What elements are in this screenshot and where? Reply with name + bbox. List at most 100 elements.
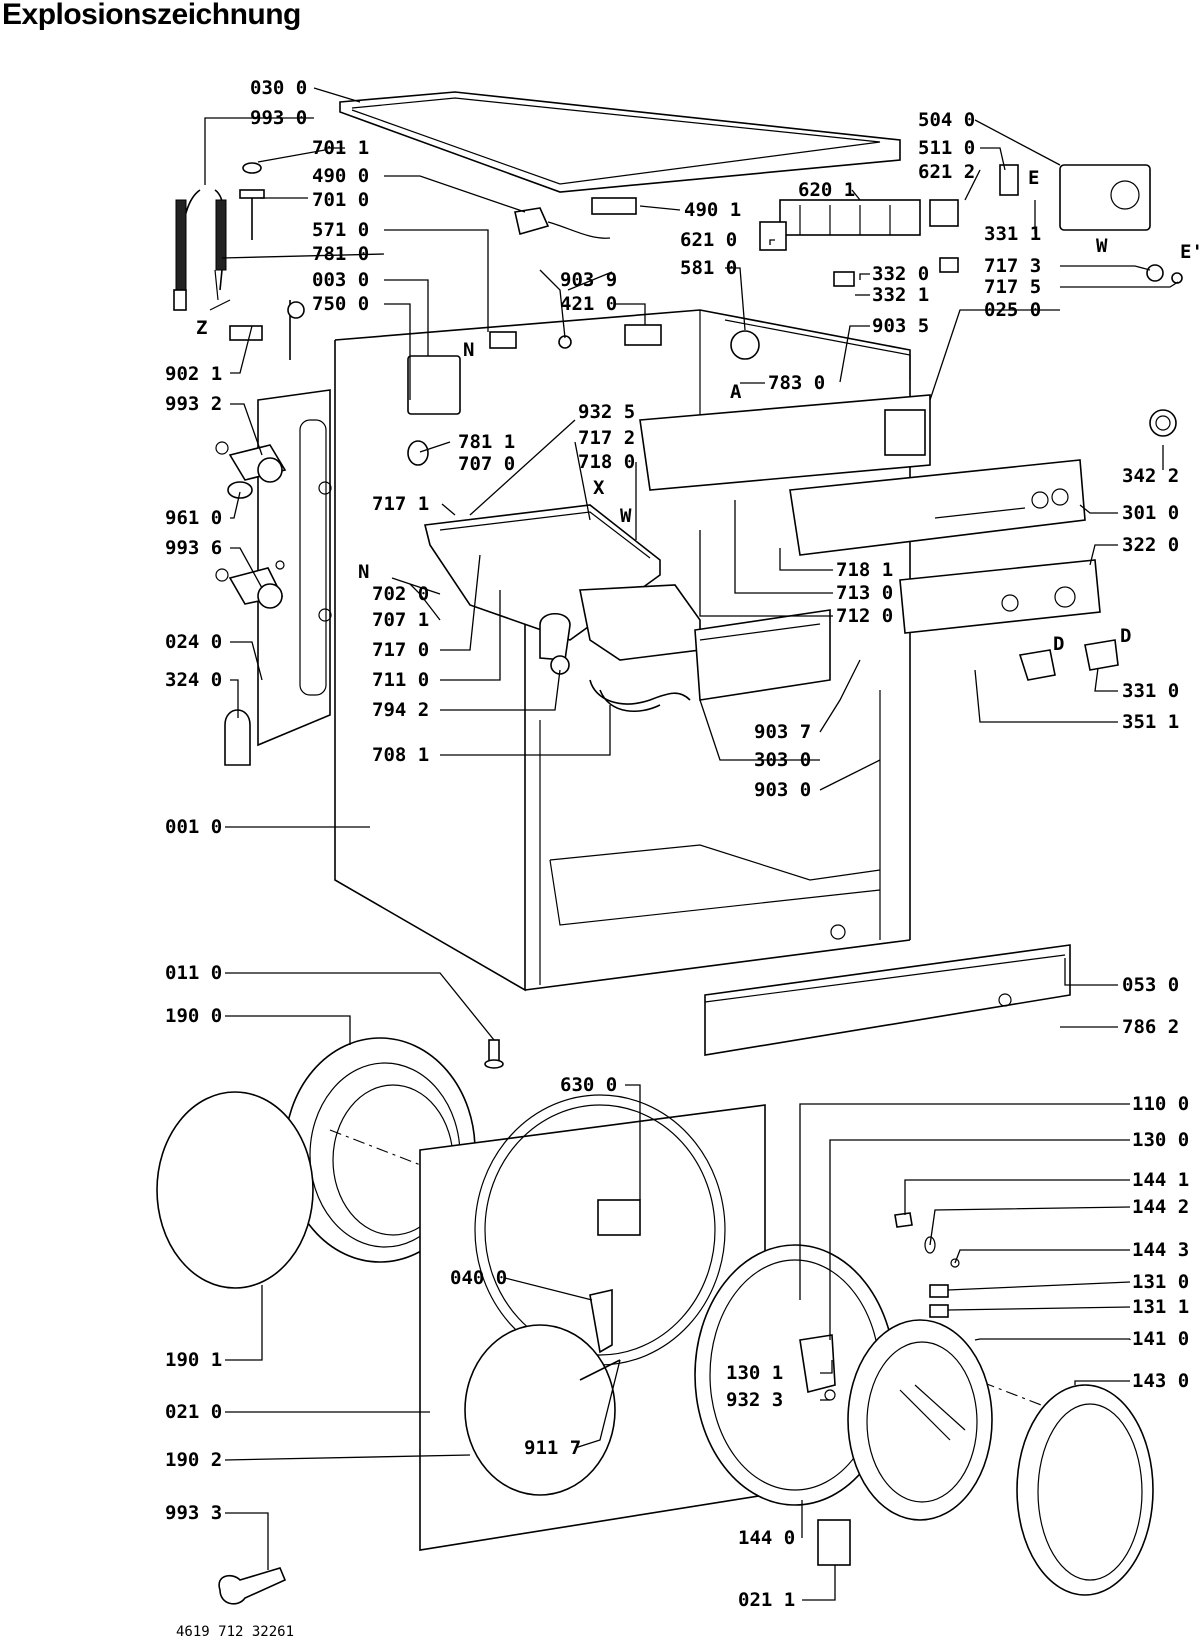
callout-130-0: 130 0 — [1132, 1129, 1189, 1151]
callout-190-2: 190 2 — [165, 1449, 222, 1471]
callout-342-2: 342 2 — [1122, 465, 1179, 487]
drawing-number: 4619 712 32261 — [176, 1624, 294, 1640]
callout-144-2: 144 2 — [1132, 1196, 1189, 1218]
callout-141-0: 141 0 — [1132, 1328, 1189, 1350]
callout-902-1: 902 1 — [165, 363, 222, 385]
callout-701-1: 701 1 — [312, 137, 369, 159]
callout-718-0: 718 0 — [578, 451, 635, 473]
callout-040-0: 040 0 — [450, 1267, 507, 1289]
callout-712-0: 712 0 — [836, 605, 893, 627]
callout-620-1: 620 1 — [798, 179, 855, 201]
front-panel-part — [419, 1094, 766, 1551]
control-panel-parts — [639, 394, 1177, 681]
foot-part — [484, 1039, 504, 1069]
valve-parts — [407, 197, 662, 466]
callout-903-5: 903 5 — [872, 315, 929, 337]
callout-421-0: 421 0 — [560, 293, 617, 315]
callout-303-0: 303 0 — [754, 749, 811, 771]
callout-781-0: 781 0 — [312, 243, 369, 265]
callout-711-0: 711 0 — [372, 669, 429, 691]
marker-N-valve: N — [463, 339, 474, 361]
marker-W-dispenser: W — [620, 505, 632, 527]
callout-021-1: 021 1 — [738, 1589, 795, 1611]
transport-bolt-parts — [215, 441, 287, 766]
callout-144-1: 144 1 — [1132, 1169, 1189, 1191]
callout-961-0: 961 0 — [165, 507, 222, 529]
marker-W-programmer: W — [1096, 235, 1108, 257]
callout-717-5: 717 5 — [984, 276, 1041, 298]
leader-lines — [204, 87, 1179, 1601]
callout-331-0: 331 0 — [1122, 680, 1179, 702]
callout-581-0: 581 0 — [680, 257, 737, 279]
callout-053-0: 053 0 — [1122, 974, 1179, 996]
callout-144-0: 144 0 — [738, 1527, 795, 1549]
callout-903-9: 903 9 — [560, 269, 617, 291]
callout-130-1: 130 1 — [726, 1362, 783, 1384]
callout-131-1: 131 1 — [1132, 1296, 1189, 1318]
marker-X: X — [593, 477, 605, 499]
callout-702-0: 702 0 — [372, 583, 429, 605]
callout-490-1: 490 1 — [684, 199, 741, 221]
callout-332-0: 332 0 — [872, 263, 929, 285]
callout-903-0: 903 0 — [754, 779, 811, 801]
callout-781-1: 781 1 — [458, 431, 515, 453]
marker-N-dispenser: N — [358, 561, 369, 583]
callout-932-3: 932 3 — [726, 1389, 783, 1411]
callout-322-0: 322 0 — [1122, 534, 1179, 556]
callout-630-0: 630 0 — [560, 1074, 617, 1096]
callout-025-0: 025 0 — [984, 299, 1041, 321]
inlet-hose-part — [173, 189, 231, 311]
letter-markers: Z N N A X W W E E' D D — [196, 167, 1203, 655]
door-parts — [694, 1212, 1154, 1596]
callout-131-0: 131 0 — [1132, 1271, 1189, 1293]
callout-717-1: 717 1 — [372, 493, 429, 515]
callout-021-0: 021 0 — [165, 1401, 222, 1423]
callout-750-0: 750 0 — [312, 293, 369, 315]
page-title: Explosionszeichnung — [2, 0, 301, 31]
marker-D-left: D — [1053, 633, 1064, 655]
callout-903-7: 903 7 — [754, 721, 811, 743]
callout-621-0: 621 0 — [680, 229, 737, 251]
callout-labels: 030 0 993 0 701 1 490 0 701 0 571 0 781 … — [165, 77, 1189, 1611]
callout-001-0: 001 0 — [165, 816, 222, 838]
top-cover-part — [339, 91, 901, 193]
callout-786-2: 786 2 — [1122, 1016, 1179, 1038]
rear-panel-part — [257, 389, 332, 747]
callout-030-0: 030 0 — [250, 77, 307, 99]
dispenser-parts — [424, 504, 831, 712]
callout-011-0: 011 0 — [165, 962, 222, 984]
callout-708-1: 708 1 — [372, 744, 429, 766]
callout-993-6: 993 6 — [165, 537, 222, 559]
callout-718-1: 718 1 — [836, 559, 893, 581]
cabinet-part — [334, 309, 911, 992]
callout-332-1: 332 1 — [872, 284, 929, 306]
callout-331-1: 331 1 — [984, 223, 1041, 245]
callout-707-0: 707 0 — [458, 453, 515, 475]
callout-571-0: 571 0 — [312, 219, 369, 241]
screw-parts — [229, 162, 305, 360]
marker-A: A — [730, 381, 742, 403]
callout-993-2: 993 2 — [165, 393, 222, 415]
callout-511-0: 511 0 — [918, 137, 975, 159]
part-drawings — [156, 91, 1183, 1605]
callout-993-0: 993 0 — [250, 107, 307, 129]
marker-Z: Z — [196, 317, 207, 339]
callout-932-5: 932 5 — [578, 401, 635, 423]
callout-783-0: 783 0 — [768, 372, 825, 394]
marker-D-right: D — [1120, 625, 1131, 647]
callout-911-7: 911 7 — [524, 1437, 581, 1459]
spanner-part — [218, 1567, 287, 1605]
plinth-part — [704, 944, 1071, 1056]
callout-110-0: 110 0 — [1132, 1093, 1189, 1115]
callout-324-0: 324 0 — [165, 669, 222, 691]
marker-E-prime: E' — [1180, 241, 1203, 263]
programmer-parts — [730, 164, 1183, 360]
callout-003-0: 003 0 — [312, 269, 369, 291]
callout-143-0: 143 0 — [1132, 1370, 1189, 1392]
callout-794-2: 794 2 — [372, 699, 429, 721]
callout-993-3: 993 3 — [165, 1502, 222, 1524]
callout-717-2: 717 2 — [578, 427, 635, 449]
callout-144-3: 144 3 — [1132, 1239, 1189, 1261]
callout-301-0: 301 0 — [1122, 502, 1179, 524]
